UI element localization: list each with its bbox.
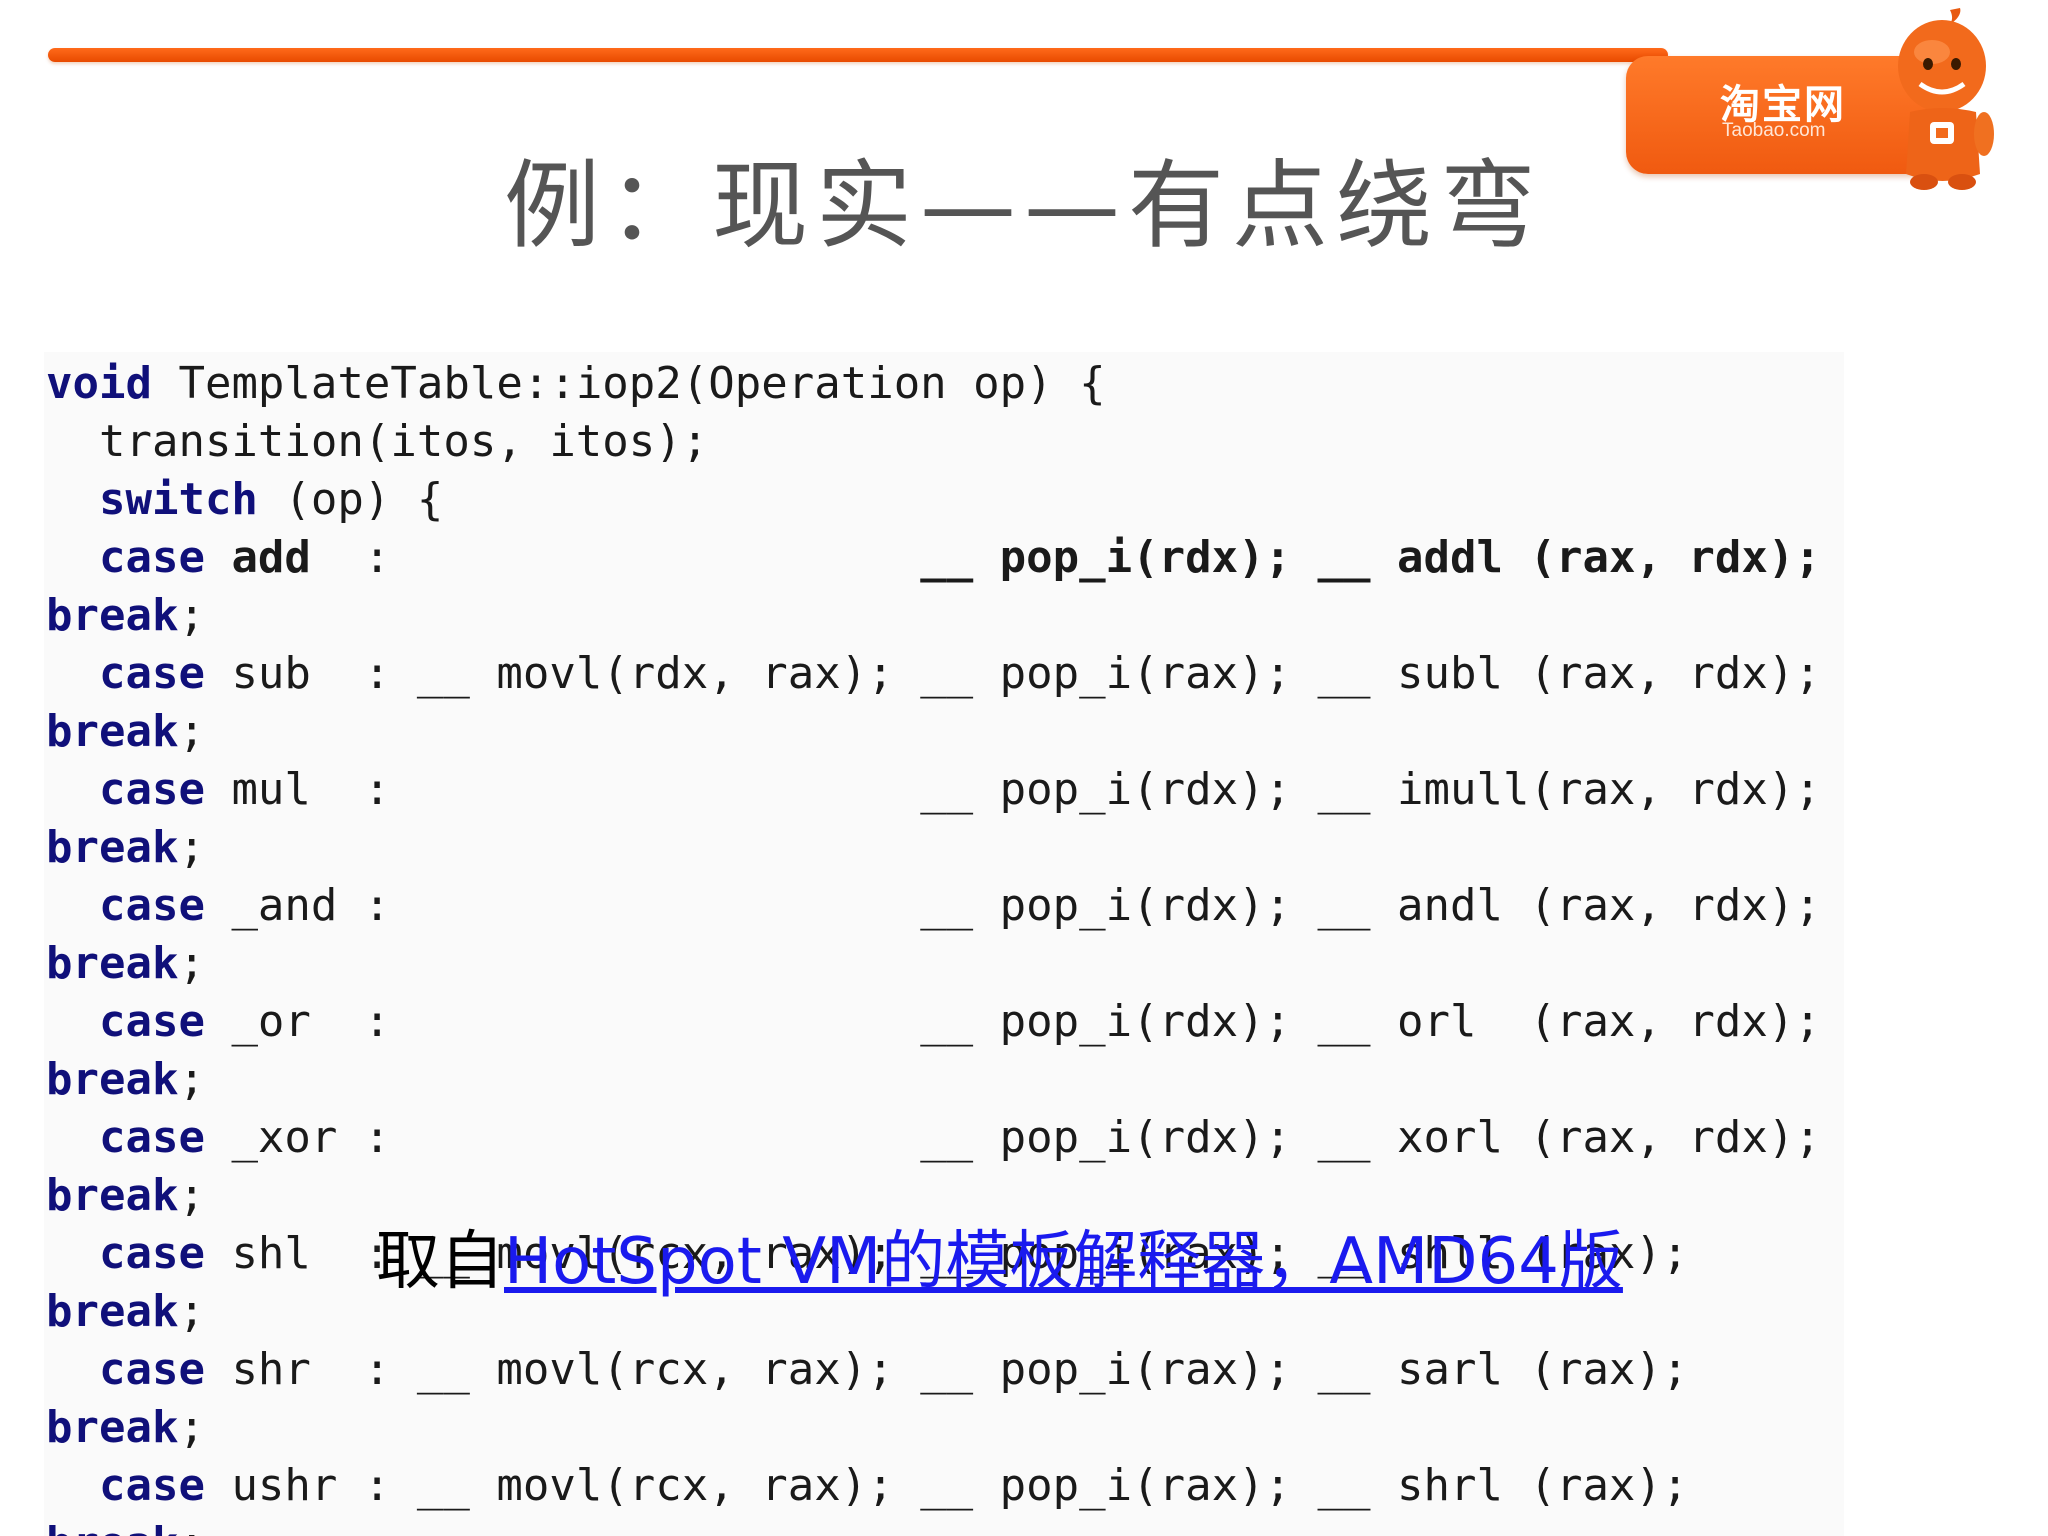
code-keyword: break	[46, 1286, 179, 1337]
code-text: mul : __ pop_i(rdx); __ imull(rax, rdx);	[204, 764, 1821, 815]
code-text: ;	[178, 1286, 205, 1337]
code-line: case _and : __ pop_i(rdx); __ andl (rax,…	[46, 877, 1886, 935]
code-keyword: case	[98, 1460, 205, 1511]
code-keyword: case	[98, 880, 205, 931]
code-keyword: break	[46, 1518, 178, 1536]
slide-title: 例：现实——有点绕弯	[504, 150, 1544, 262]
code-keyword: break	[46, 822, 179, 873]
code-keyword: case	[98, 1112, 205, 1163]
code-text: ;	[178, 1402, 205, 1453]
code-keyword: break	[46, 590, 179, 641]
code-keyword: case	[98, 996, 205, 1047]
code-line: break;	[46, 1515, 1886, 1536]
logo-english-text: Taobao.com	[1722, 120, 1826, 141]
caption-prefix: 取自	[376, 1225, 504, 1299]
code-indent	[46, 474, 99, 525]
code-text: ;	[178, 938, 205, 989]
code-text: (op) {	[257, 474, 444, 525]
code-text: shr : __ movl(rcx, rax); __ pop_i(rax); …	[204, 1344, 1689, 1395]
code-line: break;	[46, 703, 1886, 761]
code-line: break;	[46, 1283, 1886, 1341]
source-caption: 取自HotSpot VM的模板解释器，AMD64版	[376, 1224, 1676, 1300]
code-keyword: case	[98, 648, 205, 699]
code-background	[44, 352, 1844, 1536]
taobao-logo	[1626, 56, 1932, 174]
source-link[interactable]: HotSpot VM的模板解释器，AMD64版	[504, 1225, 1623, 1299]
code-keyword: break	[46, 1170, 179, 1221]
code-text: _and : __ pop_i(rdx); __ andl (rax, rdx)…	[204, 880, 1821, 931]
code-text: ;	[178, 822, 205, 873]
code-line: case shr : __ movl(rcx, rax); __ pop_i(r…	[46, 1341, 1886, 1399]
logo-chinese-text: 淘宝网	[1720, 82, 1846, 128]
code-keyword: case	[98, 1228, 205, 1279]
code-line: void TemplateTable::iop2(Operation op) {	[46, 355, 1886, 413]
code-line: case shl : __ movl(rcx, rax); __ pop_i(r…	[46, 1225, 1886, 1283]
code-keyword: break	[46, 706, 179, 757]
code-text: add	[204, 532, 311, 583]
code-line: transition(itos, itos);	[46, 416, 709, 467]
code-keyword: break	[46, 938, 179, 989]
code-block: void TemplateTable::iop2(Operation op) {…	[46, 355, 1886, 1536]
code-line: case ushr : __ movl(rcx, rax); __ pop_i(…	[46, 1457, 1886, 1515]
code-line: case _xor : __ pop_i(rdx); __ xorl (rax,…	[46, 1109, 1886, 1167]
code-text: ;	[178, 706, 205, 757]
code-keyword: break	[46, 1054, 179, 1105]
code-line: switch (op) {	[46, 471, 1886, 529]
code-text: TemplateTable::iop2(Operation op) {	[151, 358, 1106, 409]
code-line: break;	[46, 935, 1886, 993]
header-bar	[48, 48, 1668, 62]
code-keyword: break	[46, 1402, 179, 1453]
code-text: ;	[178, 1518, 205, 1536]
code-line: case mul : __ pop_i(rdx); __ imull(rax, …	[46, 761, 1886, 819]
code-line: case add : __ pop_i(rdx); __ addl (rax, …	[46, 529, 1886, 587]
code-line: break;	[46, 1399, 1886, 1457]
code-keyword: case	[98, 532, 205, 583]
code-line: case _or : __ pop_i(rdx); __ orl (rax, r…	[46, 993, 1886, 1051]
code-line: break;	[46, 1167, 1886, 1225]
code-text: shl : __ movl(rcx, rax); __ pop_i(rax); …	[204, 1228, 1689, 1279]
code-text: :	[310, 532, 921, 583]
code-text: ushr : __ movl(rcx, rax); __ pop_i(rax);…	[204, 1460, 1689, 1511]
code-keyword: case	[98, 764, 205, 815]
code-text: ;	[178, 590, 205, 641]
code-text: sub : __ movl(rdx, rax); __ pop_i(rax); …	[204, 648, 1821, 699]
code-line: case sub : __ movl(rdx, rax); __ pop_i(r…	[46, 645, 1886, 703]
code-line: break;	[46, 587, 1886, 645]
code-line: break;	[46, 1051, 1886, 1109]
code-text: ;	[178, 1054, 205, 1105]
code-text: _or : __ pop_i(rdx); __ orl (rax, rdx);	[204, 996, 1821, 1047]
code-text: __ pop_i(rdx); __ addl (rax, rdx);	[920, 532, 1821, 583]
code-text: _xor : __ pop_i(rdx); __ xorl (rax, rdx)…	[204, 1112, 1821, 1163]
code-text: ;	[178, 1170, 205, 1221]
code-keyword: switch	[98, 474, 258, 525]
code-keyword: case	[98, 1344, 205, 1395]
code-keyword: void	[46, 358, 152, 409]
mascot-icon	[1898, 8, 1994, 190]
code-line: break;	[46, 819, 1886, 877]
